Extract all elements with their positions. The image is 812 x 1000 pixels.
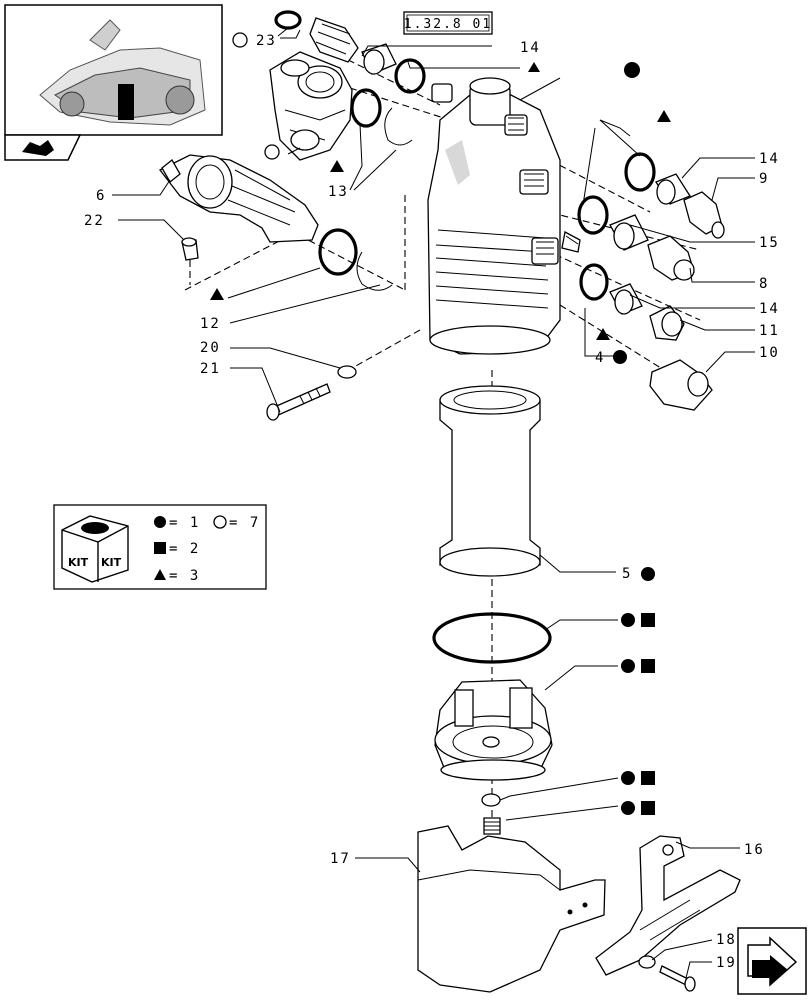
filter-housing[interactable] <box>427 77 561 355</box>
callout-18: 18 <box>716 932 737 948</box>
callout-symbols <box>210 32 671 815</box>
callout-14-right: 14 <box>759 151 780 167</box>
left-parts <box>159 154 393 291</box>
o-ring-r3[interactable] <box>579 263 609 301</box>
reference-code: 1.32.8 01 <box>404 17 492 32</box>
elbow-pipe-6[interactable] <box>159 154 319 243</box>
o-ring-12a[interactable] <box>318 228 358 276</box>
washer-18[interactable] <box>638 955 656 969</box>
callout-labels: 23 14 13 6 22 12 20 21 14 9 15 8 14 11 4… <box>84 33 780 971</box>
filter-bowl[interactable] <box>434 679 553 781</box>
o-ring-mid[interactable] <box>350 88 382 128</box>
small-fitting-housing[interactable] <box>561 231 581 253</box>
callout-12: 12 <box>200 316 221 332</box>
large-o-ring[interactable] <box>432 612 552 664</box>
reference-box[interactable]: 1.32.8 01 <box>403 11 493 35</box>
next-page-arrow-icon[interactable] <box>737 927 807 995</box>
kit-legend: KIT KIT = 1 = 7 = 2 = 3 <box>53 504 267 590</box>
callout-16: 16 <box>744 842 765 858</box>
svg-text:KIT: KIT <box>68 556 89 569</box>
legend-square <box>154 542 166 554</box>
screw-19[interactable] <box>659 965 696 992</box>
filter-element-5[interactable] <box>439 385 541 577</box>
callout-5: 5 <box>622 566 632 582</box>
book-arrow-icon[interactable] <box>4 134 82 161</box>
quick-coupling[interactable] <box>309 17 359 63</box>
callout-9: 9 <box>759 171 769 187</box>
o-ring-r1[interactable] <box>624 152 656 192</box>
o-ring-23[interactable] <box>274 10 302 30</box>
bolt-assembly-left <box>266 365 357 421</box>
legend-triangle-value: = 3 <box>169 568 200 584</box>
callout-22: 22 <box>84 213 105 229</box>
leader-lines <box>112 27 755 979</box>
callout-19: 19 <box>716 955 737 971</box>
thumbnail-tractor <box>39 19 206 126</box>
thumbnail-highlight <box>118 84 134 120</box>
callout-17: 17 <box>330 851 351 867</box>
o-ring-r2[interactable] <box>577 195 609 235</box>
callout-23: 23 <box>256 33 277 49</box>
svg-text:KIT: KIT <box>101 556 122 569</box>
callout-4: 4 <box>595 350 605 366</box>
triangle-symbol-5 <box>596 328 610 340</box>
top-fittings <box>269 10 426 161</box>
callout-14-low: 14 <box>759 301 780 317</box>
legend-square-value: = 2 <box>169 541 200 557</box>
callout-11: 11 <box>759 323 780 339</box>
filled-circle-symbol-2 <box>613 350 627 364</box>
legend-circle-filled-value: = 1 <box>169 515 200 531</box>
callout-20: 20 <box>200 340 221 356</box>
guard-17[interactable] <box>417 825 606 993</box>
triangle-symbol-2 <box>330 160 344 172</box>
open-circle-symbol <box>232 32 248 48</box>
washer-20[interactable] <box>337 365 357 379</box>
kit-box-icon: KIT KIT <box>61 515 129 583</box>
triangle-symbol-4 <box>210 288 224 300</box>
callout-21: 21 <box>200 361 221 377</box>
circlip-13[interactable] <box>384 107 413 146</box>
callout-10: 10 <box>759 345 780 361</box>
callout-8: 8 <box>759 276 769 292</box>
triangle-symbol <box>528 62 540 72</box>
open-circle-symbol-2 <box>264 144 280 160</box>
legend-filled-circle <box>154 516 166 528</box>
legend-circle-open-value: = 7 <box>229 515 260 531</box>
filled-circle-symbol-3 <box>641 567 655 581</box>
callout-14-top: 14 <box>520 40 541 56</box>
circlip-12[interactable] <box>356 251 393 291</box>
drain-plug[interactable] <box>483 817 501 835</box>
o-ring-top-right[interactable] <box>394 58 426 94</box>
triangle-symbol-3 <box>657 110 671 122</box>
filled-circle-symbol <box>624 62 640 78</box>
legend-triangle <box>154 569 166 580</box>
callout-6: 6 <box>96 188 106 204</box>
right-parts <box>577 152 725 411</box>
bolt-21[interactable] <box>271 383 331 417</box>
callout-13: 13 <box>328 184 349 200</box>
callout-15: 15 <box>759 235 780 251</box>
thumbnail-panel <box>4 4 223 161</box>
legend-open-circle <box>213 515 227 529</box>
drain-washer[interactable] <box>481 793 501 807</box>
bracket-16[interactable] <box>595 835 741 976</box>
